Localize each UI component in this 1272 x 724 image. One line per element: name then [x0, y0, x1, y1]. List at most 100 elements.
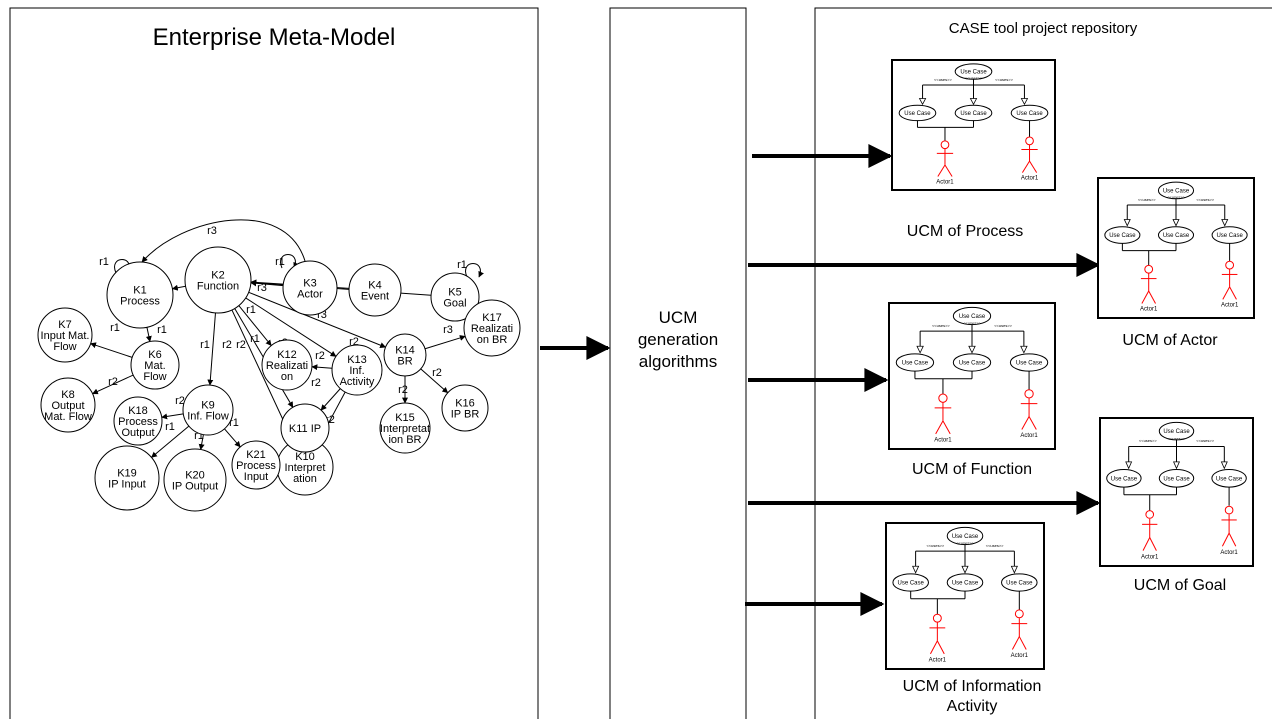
- node-label: K8: [61, 389, 74, 401]
- edge-label: r1: [229, 417, 239, 429]
- actor-figure: [1221, 505, 1237, 547]
- actor-figure: [1021, 136, 1038, 173]
- actor-label: Actor1: [1220, 550, 1238, 556]
- node-label: K21: [246, 449, 266, 461]
- node-circle: [261, 339, 313, 391]
- use-case-label: Use Case: [1111, 476, 1138, 482]
- diagram-caption: UCM of Information: [903, 678, 1042, 695]
- uses-label: <<uses>>: [1138, 197, 1156, 202]
- node-label: K9: [201, 400, 214, 412]
- actor-figure: [934, 393, 952, 435]
- node-label: K3: [303, 278, 316, 290]
- node-circle: [331, 344, 383, 396]
- node-label: K6: [148, 349, 161, 361]
- uses-label: <<uses>>: [932, 323, 950, 328]
- edge: [151, 425, 190, 458]
- use-case-label: Use Case: [1016, 360, 1043, 366]
- uses-label: <<uses>>: [986, 543, 1004, 548]
- repository-title: CASE tool project repository: [949, 20, 1138, 37]
- node-label: K14: [395, 345, 415, 357]
- actor-label: Actor1: [1011, 653, 1029, 659]
- diagram-caption: UCM of Function: [912, 461, 1032, 478]
- edge: [248, 291, 387, 348]
- node-circle: [379, 402, 431, 454]
- uses-label: <<uses>>: [1139, 438, 1157, 443]
- edge-label: r2: [175, 395, 185, 407]
- uses-label: <<uses>>: [965, 75, 983, 80]
- node-label: Interpretat: [380, 423, 430, 435]
- use-case-label: Use Case: [1109, 233, 1136, 239]
- node-label: K12: [277, 349, 297, 361]
- edge: [161, 413, 184, 420]
- node-label: Process: [120, 296, 160, 308]
- actor-label: Actor1: [929, 657, 947, 663]
- node-label: Inf. Flow: [187, 411, 229, 423]
- generalization-arrow: [1010, 565, 1018, 574]
- use-case-label: Use Case: [902, 360, 929, 366]
- uses-label: <<uses>>: [934, 77, 952, 82]
- node-label: K16: [455, 398, 475, 410]
- use-case-label: Use Case: [1163, 188, 1190, 194]
- edge-label: r1: [194, 430, 204, 442]
- use-case-label: Use Case: [959, 314, 986, 320]
- node-label: IP BR: [451, 409, 480, 421]
- node-circle: [184, 246, 252, 314]
- edge-label: r2: [315, 350, 325, 362]
- use-case-label: Use Case: [1016, 111, 1043, 117]
- node-label: Output: [121, 427, 154, 439]
- node-label: Function: [197, 281, 239, 293]
- edge-label: r2: [222, 339, 232, 351]
- node-circle: [40, 377, 96, 433]
- diagram-caption: Activity: [947, 698, 998, 715]
- generalization-arrow: [1220, 461, 1228, 470]
- use-case-label: Use Case: [952, 580, 979, 586]
- node-circle: [383, 333, 427, 377]
- node-label: Mat. Flow: [44, 411, 92, 423]
- node-label: Actor: [297, 289, 323, 301]
- edge: [420, 368, 449, 394]
- generator-panel: [609, 7, 747, 724]
- edge: [91, 374, 134, 395]
- edge-label: r1: [457, 259, 467, 271]
- node-label: K7: [58, 319, 71, 331]
- edge: [90, 342, 133, 358]
- node-label: K11 IP: [289, 423, 321, 435]
- edge-label: r3: [257, 282, 267, 294]
- use-case-label: Use Case: [960, 111, 987, 117]
- generalization-arrow: [969, 98, 978, 106]
- generator-line-1: UCM: [659, 308, 698, 327]
- node-label: BR: [397, 356, 412, 368]
- repository-panel: [814, 7, 1272, 724]
- node-label: on BR: [477, 334, 508, 346]
- generalization-arrow: [1173, 461, 1180, 470]
- node-label: Flow: [53, 341, 76, 353]
- edge: [311, 364, 333, 371]
- edge: [141, 219, 306, 263]
- node-circle: [182, 384, 234, 436]
- actor-figure: [929, 613, 946, 655]
- node-label: Realizati: [266, 360, 308, 372]
- edge-label: r2: [398, 384, 408, 396]
- edge: [238, 305, 272, 347]
- node-k11: K11 IP: [280, 403, 330, 453]
- use-case-label: Use Case: [1006, 580, 1033, 586]
- generalization-arrow: [961, 565, 969, 574]
- node-circle: [441, 384, 489, 432]
- node-label: Input Mat.: [41, 330, 90, 342]
- node-circle: [113, 396, 163, 446]
- edge-label: r2: [349, 336, 359, 348]
